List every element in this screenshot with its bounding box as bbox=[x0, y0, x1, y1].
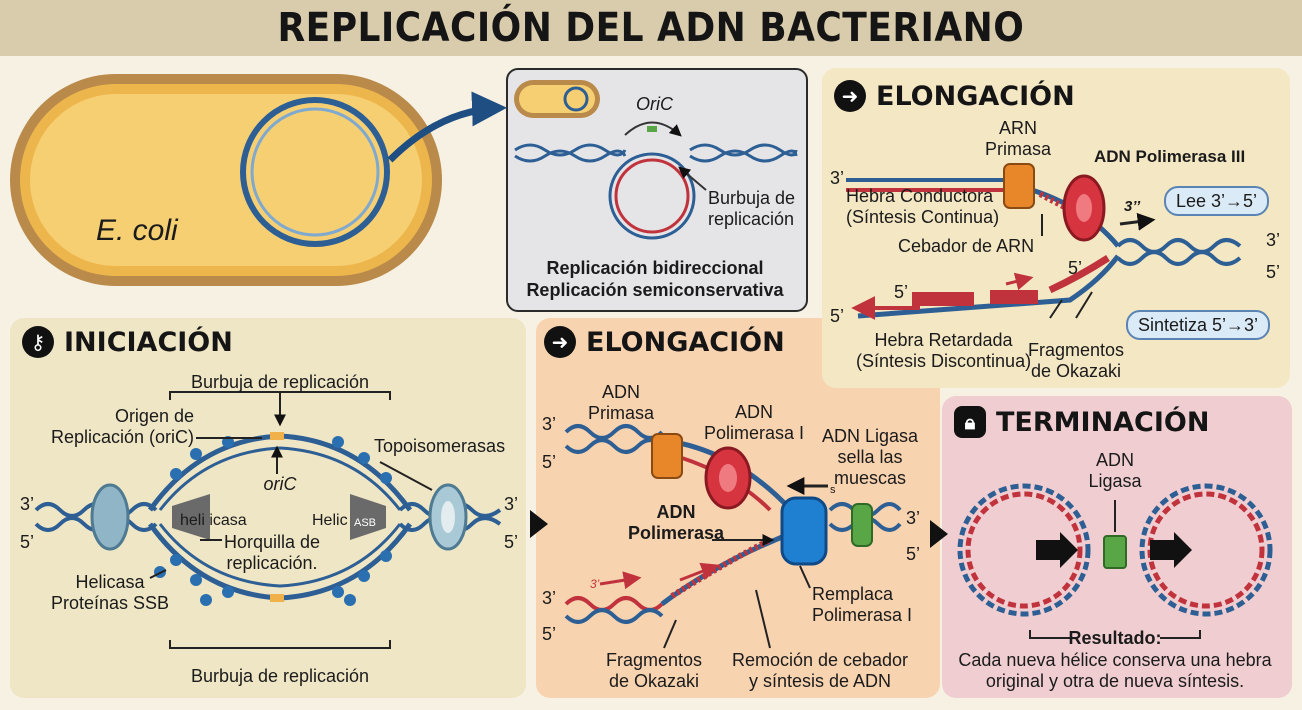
ecoli-cell bbox=[10, 74, 442, 286]
termination-title: TERMINACIÓN bbox=[996, 406, 1210, 438]
polymerase-label: ADN Polimerasa bbox=[628, 502, 725, 543]
ed-five-prime-lag: 5’ bbox=[894, 282, 909, 302]
semiconservative-caption: Replicación semiconservativa bbox=[526, 280, 784, 300]
elongation-detail-title: ELONGACIÓN bbox=[876, 80, 1075, 112]
ed-three-prime-left: 3’ bbox=[830, 168, 845, 188]
em-three-prime-top: 3’ bbox=[542, 414, 557, 434]
ed-five-prime-mid: 5’ bbox=[1068, 258, 1083, 278]
helicase-ssb-label: Helicasa Proteínas SSB bbox=[50, 572, 170, 613]
oric-label: OriC bbox=[636, 94, 673, 114]
oric-small-label: oriC bbox=[263, 474, 297, 494]
pol3-label: ADN Polimerasa I bbox=[704, 402, 805, 443]
ligase-label: ADN Ligasa sella las muescas bbox=[822, 426, 919, 488]
initiation-header: ⚷ INICIACIÓN bbox=[22, 326, 233, 358]
lock-icon: 🔒︎ bbox=[954, 406, 986, 438]
primase-label: ADN Primasa bbox=[588, 382, 655, 423]
fork-label: Horquilla de replicación. bbox=[224, 532, 321, 573]
bubble-top-label: Burbuja de replicación bbox=[190, 372, 370, 392]
flow-arrow bbox=[930, 520, 948, 548]
em-three-prime-right: 3’ bbox=[906, 508, 921, 528]
termination-circles bbox=[957, 483, 1273, 639]
three-prime-left: 3’ bbox=[20, 494, 35, 514]
main-fork bbox=[564, 424, 902, 649]
three-prime-right: 3’ bbox=[504, 494, 519, 514]
origin-label: Origen de Replicación (oriC) bbox=[50, 406, 194, 447]
five-prime-right: 5’ bbox=[504, 532, 519, 552]
title-bar: REPLICACIÓN DEL ADN BACTERIANO bbox=[0, 0, 1302, 56]
arrow-right-icon: ➜ bbox=[544, 326, 576, 358]
helicase-right-label: Helic bbox=[312, 512, 348, 529]
synth-bubble: Sintetiza 5’→3’ bbox=[1126, 310, 1271, 340]
bubble-bottom-label: Burbuja de replicación bbox=[190, 666, 370, 686]
ed-five-prime-right: 5’ bbox=[1266, 262, 1281, 282]
em-five-prime-right: 5’ bbox=[906, 544, 921, 564]
em-three-prime-bottom: 3’ bbox=[542, 588, 557, 608]
initiation-bubble bbox=[34, 391, 502, 649]
replaces-label: Remplaca Polimerasa I bbox=[812, 584, 913, 625]
em-five-prime-top: 5’ bbox=[542, 452, 557, 472]
small-s-label: s bbox=[830, 484, 836, 496]
helicase-right-tag: ASB bbox=[354, 517, 377, 529]
bidirectional-caption: Replicación bidireccional bbox=[546, 258, 764, 278]
detail-fork bbox=[846, 163, 1242, 320]
lagging-label: Hebra Retardada (Síntesis Discontinua) bbox=[856, 330, 1032, 371]
primer-label: Cebador de ARN bbox=[898, 236, 1035, 256]
flow-arrow bbox=[530, 510, 548, 538]
okazaki-detail-label: Fragmentos de Okazaki bbox=[1027, 340, 1125, 381]
page-title: REPLICACIÓN DEL ADN BACTERIANO bbox=[277, 5, 1025, 51]
cell-label: E. coli bbox=[96, 214, 178, 247]
small-three-label: 3’ bbox=[590, 577, 600, 591]
elongation-detail-header: ➜ ELONGACIÓN bbox=[834, 80, 1075, 112]
reads-bubble: Lee 3’→5’ bbox=[1164, 186, 1270, 216]
arn-primasa-label: ARN Primasa bbox=[984, 118, 1052, 159]
ed-five-prime-left: 5’ bbox=[830, 306, 845, 326]
origin-diagram bbox=[514, 80, 798, 240]
term-ligase-label: ADN Ligasa bbox=[1088, 450, 1142, 491]
arrow-right-icon: ➜ bbox=[834, 80, 866, 112]
elongation-main-header: ➜ ELONGACIÓN bbox=[544, 326, 785, 358]
zoom-arrow bbox=[387, 91, 507, 163]
ed-three-quote: 3’’ bbox=[1124, 198, 1141, 215]
elongation-main-title: ELONGACIÓN bbox=[586, 326, 785, 358]
result-title: Resultado: bbox=[1068, 628, 1162, 648]
topoisomerase-label: Topoisomerasas bbox=[374, 436, 506, 456]
initiation-title: INICIACIÓN bbox=[64, 326, 233, 358]
em-five-prime-bottom: 5’ bbox=[542, 624, 557, 644]
ed-three-prime-right: 3’ bbox=[1266, 230, 1281, 250]
termination-header: 🔒︎ TERMINACIÓN bbox=[954, 406, 1209, 438]
five-prime-left: 5’ bbox=[20, 532, 35, 552]
okazaki-main-label: Fragmentos de Okazaki bbox=[605, 650, 703, 691]
leading-label: Hebra Conductora (Síntesis Continua) bbox=[846, 186, 1000, 227]
pol3-detail-label: ADN Polimerasa III bbox=[1094, 147, 1246, 166]
key-icon: ⚷ bbox=[22, 326, 54, 358]
bubble-label: Burbuja de replicación bbox=[708, 188, 796, 229]
result-text: Cada nueva hélice conserva una hebra ori… bbox=[958, 650, 1272, 691]
primer-removal-label: Remoción de cebador y síntesis de ADN bbox=[731, 650, 909, 691]
helicase-left-label: heli icasa bbox=[180, 512, 247, 529]
